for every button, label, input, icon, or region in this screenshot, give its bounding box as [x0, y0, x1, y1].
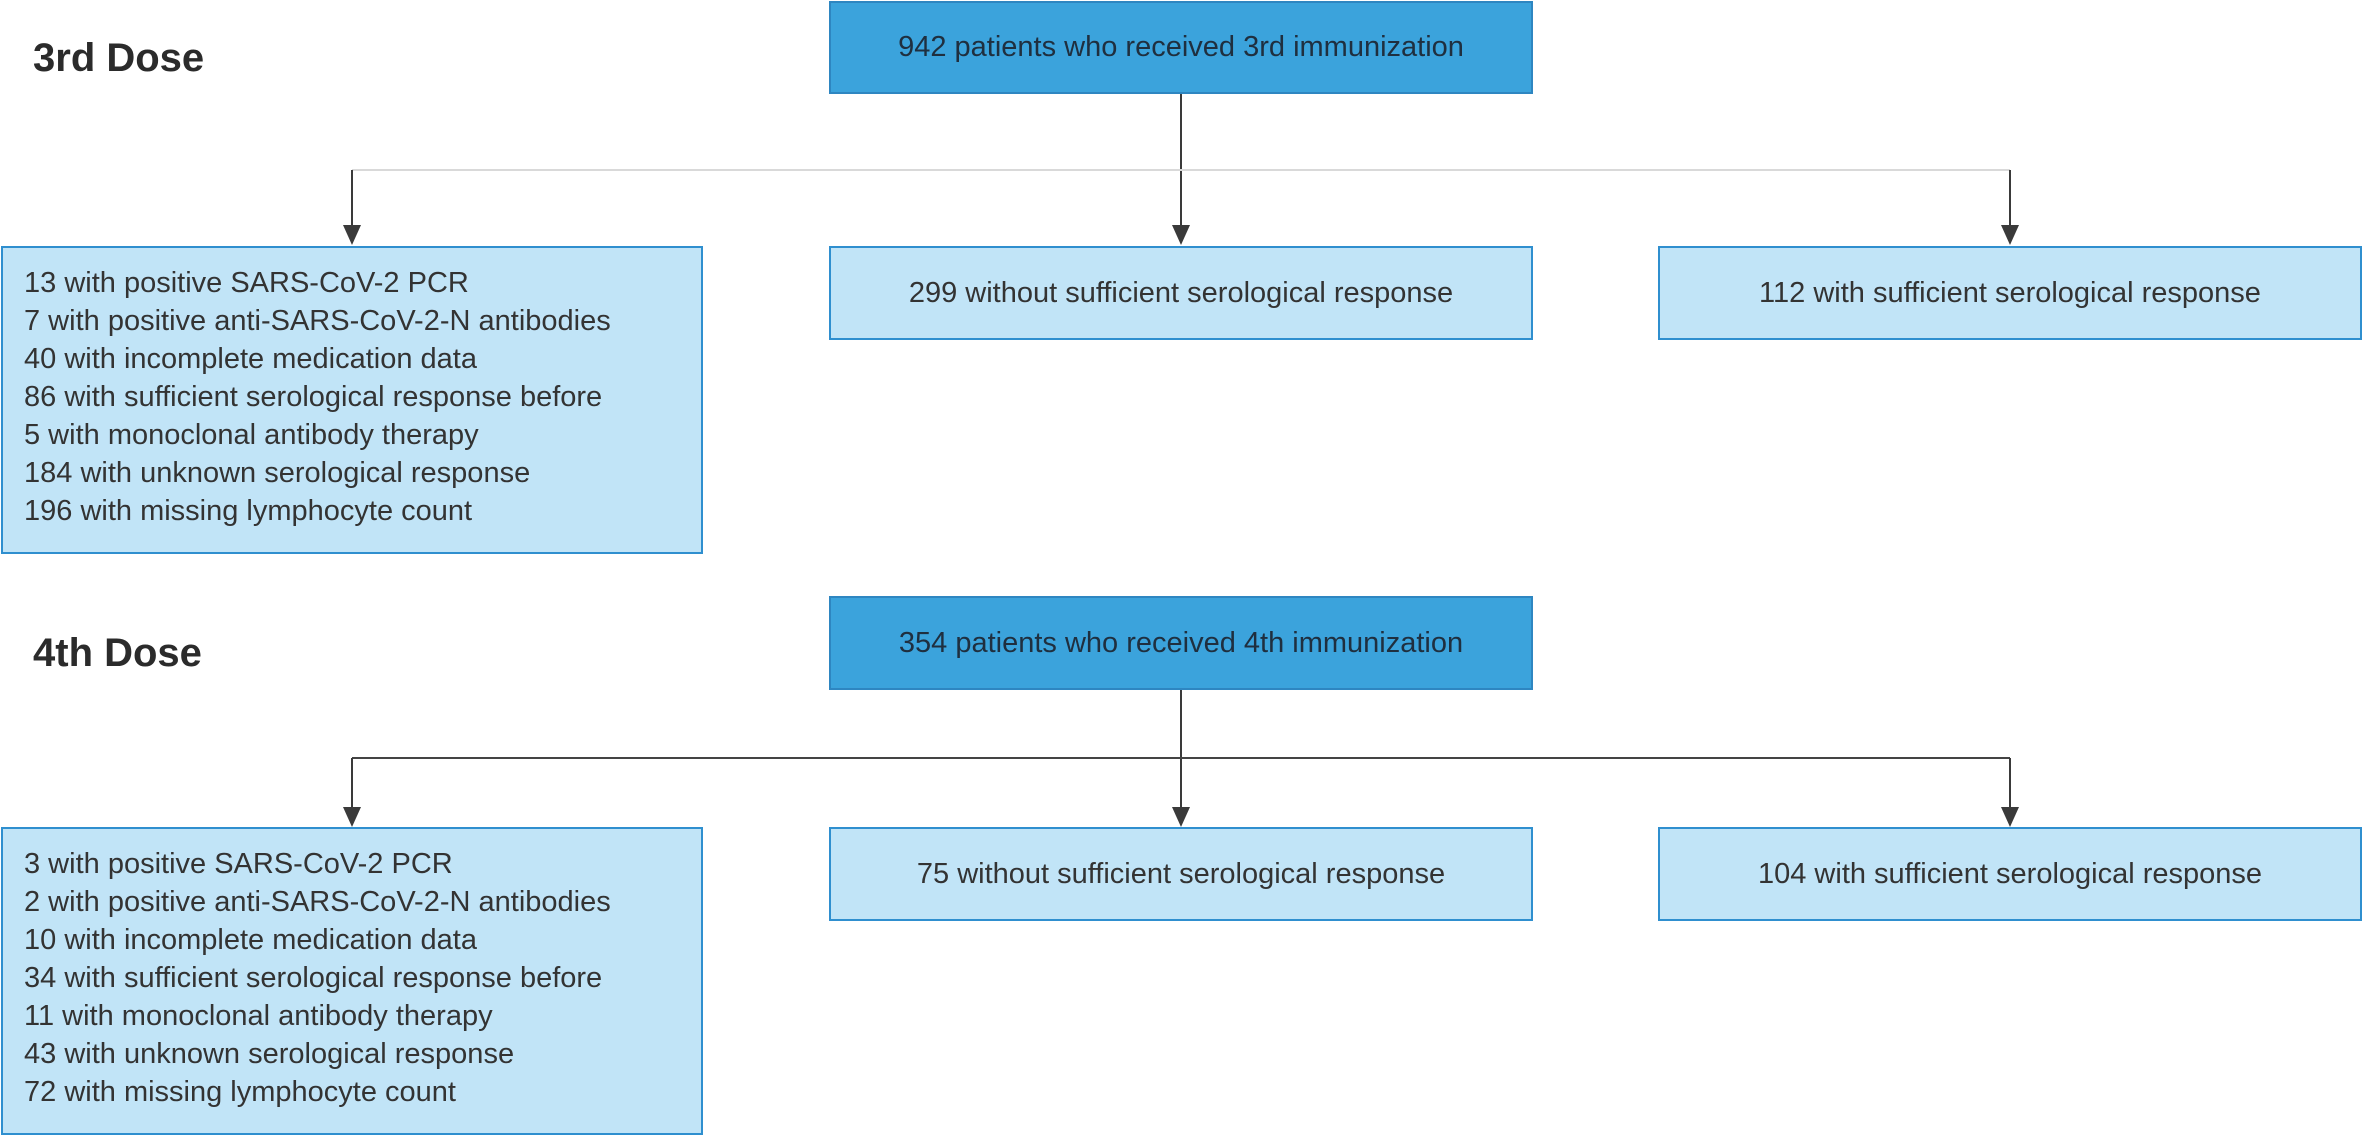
excluded-item: 40 with incomplete medication data	[24, 343, 477, 375]
excluded-item: 3 with positive SARS-CoV-2 PCR	[24, 848, 453, 880]
connectors-3rd-dose	[343, 93, 2019, 245]
excluded-item: 34 with sufficient serological response …	[24, 962, 603, 994]
box-3rd-with-response-label: 112 with sufficient serological response	[1759, 276, 2261, 309]
excluded-item: 72 with missing lymphocyte count	[24, 1076, 456, 1108]
box-4th-with-response-label: 104 with sufficient serological response	[1757, 857, 2263, 890]
section-heading-4th-dose: 4th Dose	[33, 631, 202, 675]
box-4th-without-response-label: 75 without sufficient serological respon…	[916, 857, 1446, 890]
box-4th-total-patients-label: 354 patients who received 4th immunizati…	[898, 626, 1464, 659]
box-4th-with-response: 104 with sufficient serological response	[1658, 827, 2362, 921]
excluded-item: 7 with positive anti-SARS-CoV-2-N antibo…	[24, 305, 611, 337]
box-4th-total-patients: 354 patients who received 4th immunizati…	[829, 596, 1533, 690]
arrowhead-4th-right	[2001, 807, 2019, 827]
connectors-4th-dose	[343, 689, 2019, 827]
section-heading-3rd-dose: 3rd Dose	[33, 36, 205, 80]
box-3rd-excluded: 13 with positive SARS-CoV-2 PCR 7 with p…	[1, 246, 703, 554]
arrowhead-3rd-right	[2001, 225, 2019, 245]
box-4th-excluded: 3 with positive SARS-CoV-2 PCR 2 with po…	[1, 827, 703, 1135]
arrowhead-4th-left	[343, 807, 361, 827]
box-3rd-with-response: 112 with sufficient serological response	[1658, 246, 2362, 340]
excluded-item: 5 with monoclonal antibody therapy	[24, 419, 479, 451]
excluded-item: 86 with sufficient serological response …	[24, 381, 603, 413]
box-3rd-total-patients-label: 942 patients who received 3rd immunizati…	[898, 31, 1464, 63]
box-4th-without-response: 75 without sufficient serological respon…	[829, 827, 1533, 921]
excluded-item: 11 with monoclonal antibody therapy	[24, 1000, 493, 1032]
arrowhead-3rd-left	[343, 225, 361, 245]
excluded-item: 13 with positive SARS-CoV-2 PCR	[24, 267, 469, 299]
excluded-item: 196 with missing lymphocyte count	[24, 495, 473, 527]
excluded-item: 10 with incomplete medication data	[24, 924, 477, 956]
box-3rd-without-response: 299 without sufficient serological respo…	[829, 246, 1533, 340]
box-3rd-without-response-label: 299 without sufficient serological respo…	[908, 276, 1454, 309]
box-3rd-total-patients: 942 patients who received 3rd immunizati…	[829, 1, 1533, 94]
arrowhead-3rd-center	[1172, 225, 1190, 245]
excluded-item: 43 with unknown serological response	[24, 1038, 515, 1070]
arrowhead-4th-center	[1172, 807, 1190, 827]
excluded-item: 184 with unknown serological response	[24, 457, 531, 489]
excluded-item: 2 with positive anti-SARS-CoV-2-N antibo…	[24, 886, 611, 918]
